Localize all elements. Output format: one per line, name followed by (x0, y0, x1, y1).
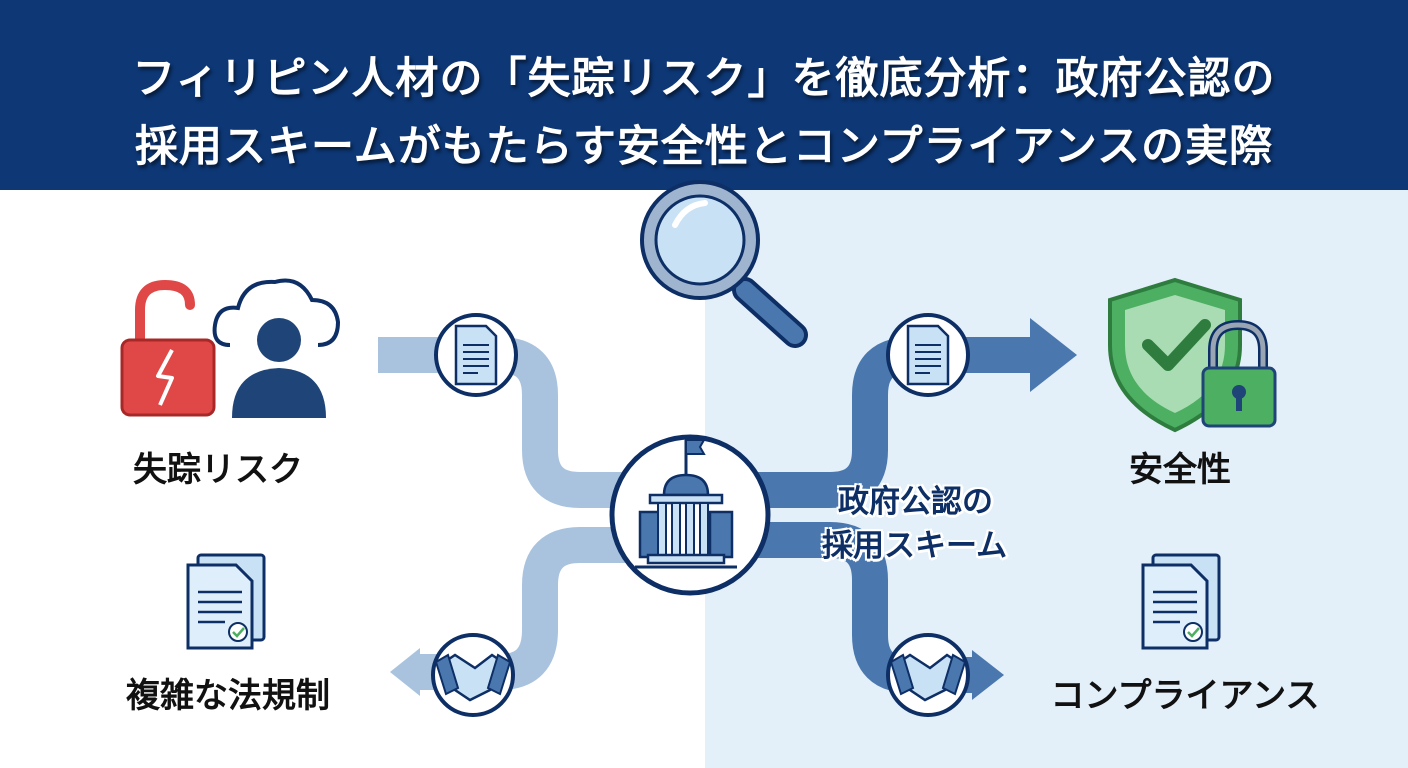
compliance-document-icon-right (1141, 553, 1221, 650)
left-arrow-head (390, 648, 420, 696)
left-flow-paths (378, 337, 640, 690)
compliance-label: コンプライアンス (1050, 676, 1320, 716)
scheme-label-line-1: 政府公認の (838, 484, 993, 520)
scheme-label-line-2: 採用スキーム (822, 528, 1008, 564)
path-center-to-safety (740, 337, 1035, 508)
risk-label: 失踪リスク (133, 450, 303, 490)
title-line-1: フィリピン人材の「失踪リスク」を徹底分析：政府公認の (132, 54, 1276, 104)
right-arrow-head-bottom (972, 650, 1004, 700)
safety-label: 安全性 (1129, 450, 1231, 490)
path-center-to-regulation (420, 527, 640, 690)
document-icon-top-right (886, 313, 970, 397)
magnifier-icon (640, 180, 808, 348)
document-icon-top-left (434, 313, 518, 397)
broken-lock-icon (120, 279, 216, 417)
title-line-2: 採用スキームがもたらす安全性とコンプライアンスの実際 (135, 122, 1273, 172)
padlock-icon (1201, 319, 1277, 428)
missing-person-cloud-icon (212, 278, 341, 418)
handshake-icon-right (886, 633, 970, 717)
right-arrow-head-top (1030, 318, 1077, 392)
government-building-icon (609, 434, 771, 596)
regulation-document-icon-left (186, 553, 266, 650)
regulation-label: 複雑な法規制 (126, 676, 330, 716)
title-banner: フィリピン人材の「失踪リスク」を徹底分析：政府公認の 採用スキームがもたらす安全… (0, 0, 1408, 190)
handshake-icon-left (431, 633, 515, 717)
